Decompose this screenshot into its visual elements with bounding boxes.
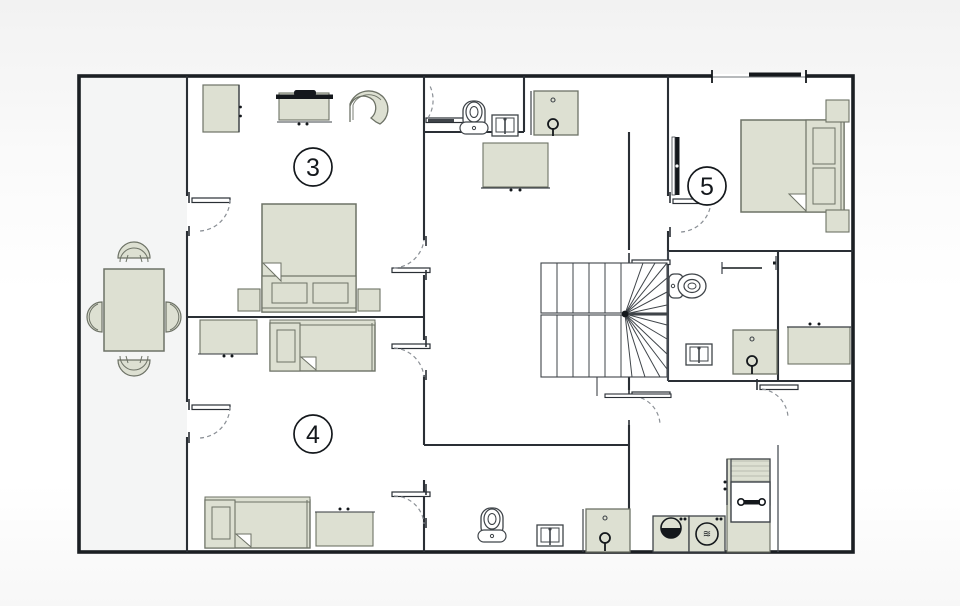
dresser-room4-top xyxy=(198,319,258,358)
dresser-room4-bottom xyxy=(315,507,375,547)
door-bath-north-right xyxy=(735,260,773,265)
stair-run-lower xyxy=(540,314,668,378)
nightstand-room5-top xyxy=(825,99,850,123)
armchair-room3 xyxy=(349,90,389,125)
room-label-4-text: 4 xyxy=(306,421,320,449)
furniture-bedroom-3 xyxy=(202,84,389,313)
furniture-bedroom-5 xyxy=(671,99,850,233)
room-label-3: 3 xyxy=(293,147,333,187)
staircase xyxy=(540,262,672,399)
interior-walls xyxy=(185,76,853,552)
single-bed-room4-bottom xyxy=(204,496,311,549)
double-bed-room5 xyxy=(740,99,850,233)
washing-machine xyxy=(652,515,690,553)
stair-winder-treads xyxy=(624,262,668,378)
fixtures-bathroom-south xyxy=(477,507,631,553)
desk-room3 xyxy=(276,90,333,126)
room-number-labels: 3 4 5 xyxy=(293,147,727,454)
door-hall-to-room4 xyxy=(188,399,231,443)
double-bed-room3 xyxy=(237,203,381,313)
toilet-east xyxy=(668,273,707,299)
furniture-bedroom-4 xyxy=(198,319,376,549)
door-room3-to-center xyxy=(391,236,431,280)
door-hall-to-room3 xyxy=(188,192,231,236)
room-label-3-text: 3 xyxy=(306,154,320,182)
furniture-hallway xyxy=(86,241,182,377)
dining-chair-east xyxy=(165,301,182,333)
room-label-5-text: 5 xyxy=(700,173,714,201)
wardrobe-room3 xyxy=(202,84,242,133)
cabinet-east-wall xyxy=(787,322,852,365)
dining-chair-west xyxy=(86,301,103,333)
nightstand-room3-left xyxy=(237,288,261,312)
refrigerator xyxy=(723,458,771,553)
towel-bar-north xyxy=(428,119,454,122)
dining-chair-south xyxy=(117,355,151,377)
sink-north xyxy=(491,114,519,137)
toilet-north xyxy=(459,100,489,135)
door-room4-to-bath-south xyxy=(391,484,431,528)
dining-chair-north xyxy=(117,241,151,263)
outer-walls xyxy=(77,74,855,554)
shower-east xyxy=(732,329,778,375)
sink-south xyxy=(536,524,564,547)
svg-text:≋: ≋ xyxy=(703,529,711,540)
single-bed-room4-top xyxy=(269,319,376,372)
doors xyxy=(188,82,799,528)
door-bath-east-lower xyxy=(756,379,799,418)
toilet-south xyxy=(477,507,507,543)
shower-north xyxy=(533,90,579,136)
stair-run-upper xyxy=(540,262,668,314)
window-top-right xyxy=(711,70,807,83)
stair-handrail xyxy=(596,377,672,399)
fixtures-utility: ≋ xyxy=(652,458,771,553)
nightstand-room3-right xyxy=(357,288,381,312)
fixtures-bathroom-east xyxy=(668,273,852,375)
wall-mirror-room5 xyxy=(671,136,680,196)
nightstand-room5-bottom xyxy=(825,209,850,233)
door-room4-to-center-upper xyxy=(391,336,431,380)
shower-south xyxy=(585,508,631,553)
dining-table xyxy=(103,268,165,352)
room-label-5: 5 xyxy=(687,166,727,206)
room-label-4: 4 xyxy=(293,414,333,454)
fixtures-bathroom-north xyxy=(428,90,579,192)
vanity-counter-north xyxy=(481,142,550,192)
dryer: ≋ xyxy=(688,515,726,553)
thin-partitions xyxy=(667,251,779,552)
sink-east xyxy=(685,343,713,366)
